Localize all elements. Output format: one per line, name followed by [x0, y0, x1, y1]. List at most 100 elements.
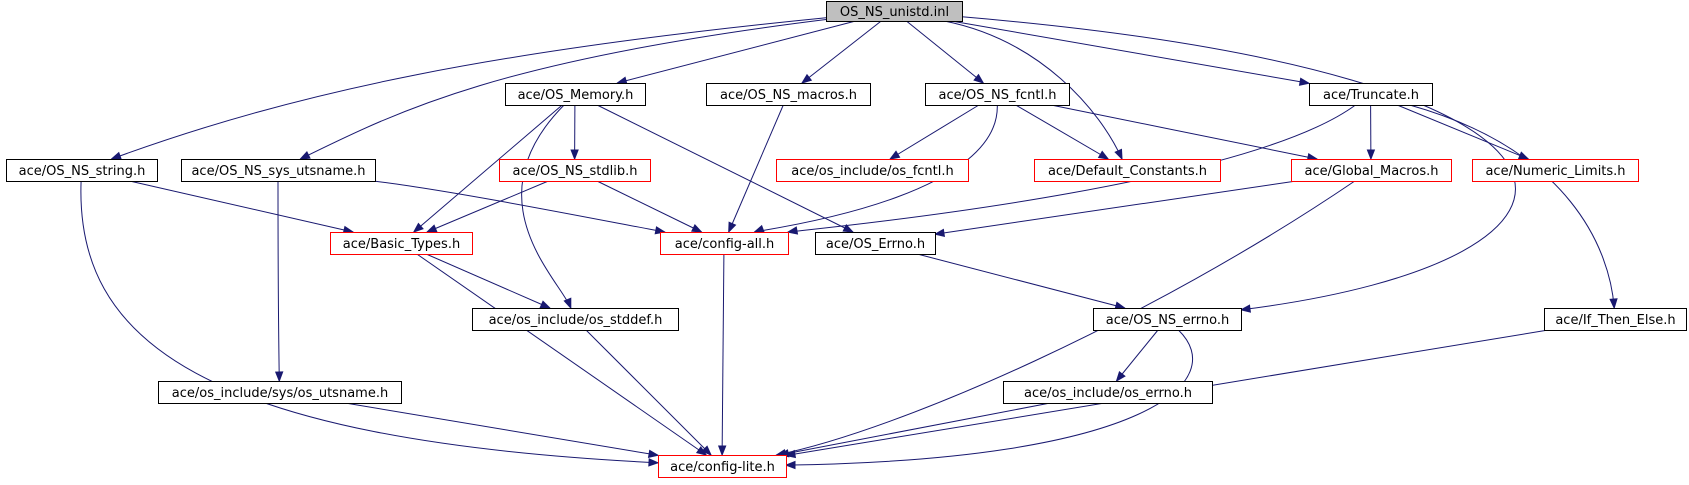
node-numeric-limits[interactable]: ace/Numeric_Limits.h	[1472, 159, 1639, 182]
arrowhead-icon	[1239, 304, 1251, 313]
edge-line	[521, 104, 572, 309]
edge-config_all-to-config_lite	[717, 253, 727, 457]
edge-os_memory-to-os_ns_stdlib	[570, 104, 579, 161]
node-os-errno-inc[interactable]: ace/os_include/os_errno.h	[1003, 381, 1213, 404]
node-label: OS_NS_unistd.inl	[840, 5, 949, 20]
edge-os_ns_unistd-to-truncate	[951, 20, 1311, 86]
arrowhead-icon	[274, 371, 284, 383]
node-box	[1034, 159, 1221, 182]
edge-line	[776, 180, 1356, 456]
edge-line	[425, 253, 551, 309]
node-os-ns-errno[interactable]: ace/OS_NS_errno.h	[1093, 308, 1242, 331]
node-os-ns-macros[interactable]: ace/OS_NS_macros.h	[706, 83, 871, 106]
edge-line	[416, 253, 707, 456]
arrowhead-icon	[701, 445, 712, 456]
edge-line	[779, 402, 1051, 456]
node-os-ns-sys-utsname[interactable]: ace/OS_NS_sys_utsname.h	[181, 159, 376, 182]
node-label: ace/Truncate.h	[1323, 88, 1419, 103]
edge-os_memory-to-basic_types	[412, 104, 563, 233]
edge-os_ns_stdlib-to-basic_types	[425, 180, 549, 233]
node-config-lite[interactable]: ace/config-lite.h	[658, 455, 787, 478]
edge-os_ns_unistd-to-default_constants	[944, 20, 1123, 161]
arrowhead-icon	[425, 224, 438, 233]
edge-os_ns_string-to-config_lite	[80, 180, 660, 467]
arrowhead-icon	[1114, 148, 1123, 161]
node-box	[660, 232, 789, 255]
edge-truncate-to-if_then_else	[1409, 104, 1618, 310]
node-os-ns-unistd: OS_NS_unistd.inl	[826, 1, 963, 22]
node-label: ace/OS_NS_errno.h	[1106, 313, 1230, 328]
node-label: ace/os_include/os_stddef.h	[489, 313, 663, 328]
node-box	[1472, 159, 1639, 182]
edge-global_macros-to-config_lite	[775, 180, 1356, 458]
arrowhead-icon	[973, 73, 985, 84]
edge-line	[934, 180, 1297, 235]
node-os-ns-fcntl[interactable]: ace/OS_NS_fcntl.h	[925, 83, 1070, 106]
edge-line	[1409, 104, 1615, 309]
arrowhead-icon	[786, 226, 799, 235]
edge-line	[1116, 329, 1159, 382]
edge-line	[917, 253, 1125, 309]
node-truncate[interactable]: ace/Truncate.h	[1309, 83, 1433, 106]
arrowhead-icon	[691, 224, 703, 233]
edge-line	[787, 104, 1356, 233]
node-label: ace/OS_Memory.h	[518, 88, 634, 103]
edge-basic_types-to-config_lite	[416, 253, 708, 456]
node-default-constants[interactable]: ace/Default_Constants.h	[1034, 159, 1221, 182]
edge-os_memory-to-os_errno_h	[596, 104, 855, 233]
node-sys-os-utsname[interactable]: ace/os_include/sys/os_utsname.h	[158, 381, 402, 404]
arrowhead-icon	[647, 449, 660, 458]
node-box	[1003, 381, 1213, 404]
node-label: ace/OS_NS_stdlib.h	[513, 164, 638, 179]
edge-line	[728, 104, 784, 233]
node-box	[815, 232, 936, 255]
node-box	[1093, 308, 1242, 331]
edge-line	[944, 20, 1123, 160]
edge-line	[277, 180, 280, 382]
node-basic-types[interactable]: ace/Basic_Types.h	[330, 232, 473, 255]
edges-layer	[80, 16, 1618, 470]
node-label: ace/config-all.h	[675, 237, 775, 252]
arrowhead-icon	[888, 150, 901, 160]
arrowhead-icon	[784, 460, 796, 470]
node-box	[330, 232, 473, 255]
arrowhead-icon	[563, 297, 572, 310]
edge-line	[426, 180, 549, 233]
node-box	[505, 83, 646, 106]
node-box	[181, 159, 376, 182]
node-os-memory[interactable]: ace/OS_Memory.h	[505, 83, 646, 106]
node-label: ace/os_include/os_fcntl.h	[791, 164, 953, 179]
edge-line	[300, 19, 827, 160]
arrowhead-icon	[1517, 151, 1530, 160]
arrowhead-icon	[539, 300, 552, 309]
edge-os_ns_fcntl-to-default_constants	[1015, 104, 1110, 160]
edge-os_ns_unistd-to-os_ns_macros	[800, 20, 882, 84]
node-label: ace/Numeric_Limits.h	[1485, 164, 1625, 179]
node-os-errno-h[interactable]: ace/OS_Errno.h	[815, 232, 936, 255]
node-config-all[interactable]: ace/config-all.h	[660, 232, 789, 255]
node-box	[1291, 159, 1452, 182]
edge-truncate-to-global_macros	[1366, 104, 1376, 161]
edge-line	[889, 104, 980, 160]
node-os-ns-stdlib[interactable]: ace/OS_NS_stdlib.h	[499, 159, 651, 182]
node-box	[706, 83, 871, 106]
edge-os_ns_errno-to-os_errno_inc	[1115, 329, 1159, 383]
edge-os_ns_fcntl-to-os_fcntl	[888, 104, 980, 160]
node-label: ace/OS_NS_macros.h	[720, 88, 857, 103]
edge-os_ns_errno-to-config_lite	[784, 329, 1194, 470]
node-os-fcntl[interactable]: ace/os_include/os_fcntl.h	[776, 159, 969, 182]
arrowhead-icon	[800, 73, 813, 84]
arrowhead-icon	[1609, 298, 1618, 310]
arrowhead-icon	[570, 149, 579, 161]
node-global-macros[interactable]: ace/Global_Macros.h	[1291, 159, 1452, 182]
edge-os_ns_unistd-to-os_ns_string	[110, 17, 827, 160]
node-if-then-else[interactable]: ace/If_Then_Else.h	[1544, 308, 1687, 331]
edge-os_ns_sys_utsname-to-sys_os_utsname	[274, 180, 284, 383]
edge-os_stddef-to-config_lite	[585, 329, 712, 456]
node-os-stddef[interactable]: ace/os_include/os_stddef.h	[472, 308, 679, 331]
node-os-ns-string[interactable]: ace/OS_NS_string.h	[6, 159, 158, 182]
arrowhead-icon	[1298, 77, 1311, 86]
edge-os_memory-to-os_stddef	[521, 104, 572, 310]
edge-line	[1015, 104, 1109, 160]
